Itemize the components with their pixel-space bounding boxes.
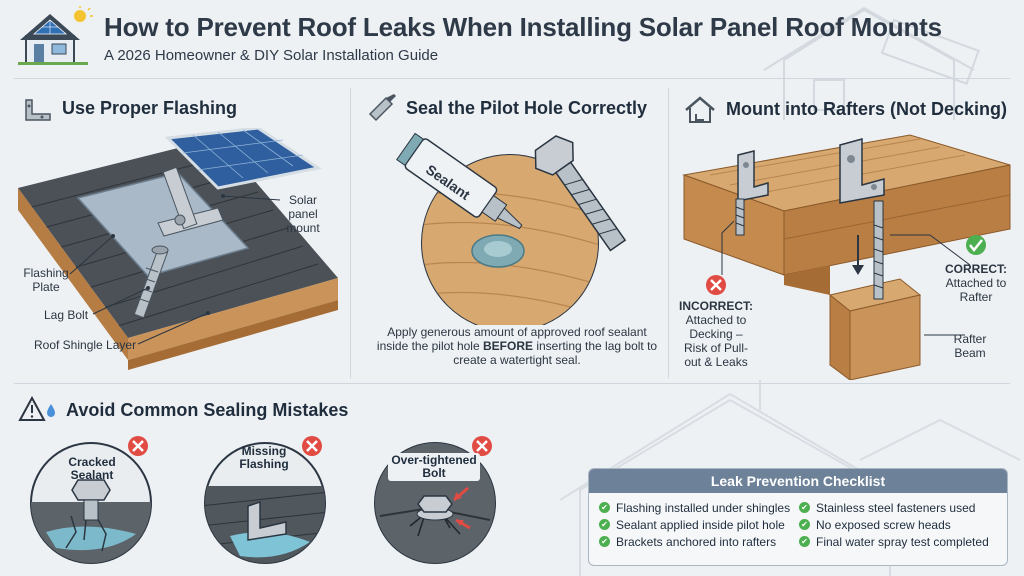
label-roof-shingle: Roof Shingle Layer: [34, 338, 137, 352]
seal-caption-bold: BEFORE: [482, 339, 533, 353]
seal-caption-part-2: inserting the lag bolt to create a water…: [453, 339, 658, 367]
checklist-column-right: ✔ Stainless steel fasteners used ✔ No expo…: [799, 499, 999, 550]
seal-caption-part-1: Apply generous amount of approved roof s…: [376, 325, 647, 353]
column-divider-2: [668, 88, 669, 378]
correct-text: Attached to Rafter: [945, 276, 1007, 304]
page-header: How to Prevent Roof Leaks When Installin…: [14, 6, 1014, 70]
section-mistakes-heading: Avoid Common Sealing Mistakes: [18, 396, 348, 424]
seal-caption: Apply generous amount of approved roof s…: [372, 325, 662, 367]
page-subtitle: A 2026 Homeowner & DIY Solar Installatio…: [104, 47, 439, 64]
section-seal-title: Seal the Pilot Hole Correctly: [406, 97, 648, 118]
label-flashing-plate: Flashing Plate: [23, 266, 69, 294]
checklist-item-label: Stainless steel fasteners used: [816, 500, 976, 515]
leak-prevention-checklist: Leak Prevention Checklist ✔ Flashing inst…: [588, 468, 1008, 566]
label-lag-bolt: Lag Bolt: [44, 308, 89, 322]
section-divider: [14, 383, 1010, 384]
section-mistakes-title: Avoid Common Sealing Mistakes: [66, 399, 349, 420]
correct-title: CORRECT:: [945, 262, 1007, 276]
mistake-label-over-tightened: Over-tightened Bolt: [388, 453, 480, 481]
section-rafters-title: Mount into Rafters (Not Decking): [726, 98, 1007, 119]
checklist-item: ✔ Brackets anchored into rafters: [599, 533, 799, 550]
warning-water-icon: [18, 396, 55, 421]
check-icon: ✔: [799, 519, 810, 530]
checklist-item-label: Sealant applied inside pilot hole: [616, 517, 785, 532]
checklist-item: ✔ Stainless steel fasteners used: [799, 499, 999, 516]
house-outline-icon: [685, 96, 715, 123]
column-divider-1: [350, 88, 351, 378]
checklist-item: ✔ No exposed screw heads: [799, 516, 999, 533]
house-solar-logo-icon: [18, 6, 93, 65]
section-seal-heading: Seal the Pilot Hole Correctly: [366, 94, 647, 122]
sealant-tube-icon: [368, 94, 396, 122]
mistake-label-missing-flashing: Missing Flashing: [239, 444, 289, 471]
checklist-item: ✔ Flashing installed under shingles: [599, 499, 799, 516]
incorrect-title: INCORRECT:: [679, 299, 753, 313]
check-icon: ✔: [599, 536, 610, 547]
checklist-item-label: Flashing installed under shingles: [616, 500, 791, 515]
mistake-label-cracked: Cracked Sealant: [68, 455, 116, 482]
background-house-sketch: [763, 6, 980, 120]
section-rafters-heading: Mount into Rafters (Not Decking): [682, 94, 1007, 124]
checklist-title: Leak Prevention Checklist: [589, 469, 1007, 493]
flashing-illustration: [18, 128, 338, 370]
sealant-illustration: Sealant: [396, 132, 627, 325]
mistake-cracked-sealant: [30, 436, 152, 564]
page-title: How to Prevent Roof Leaks When Installin…: [104, 12, 942, 42]
bracket-icon: [25, 99, 51, 121]
section-flashing-heading: Use Proper Flashing: [22, 94, 237, 122]
checklist-column-left: ✔ Flashing installed under shingles ✔ Seal…: [599, 499, 799, 550]
rafters-illustration: [682, 134, 1011, 380]
check-icon: ✔: [599, 519, 610, 530]
section-flashing-title: Use Proper Flashing: [62, 97, 238, 118]
checklist-item-label: No exposed screw heads: [816, 517, 951, 532]
check-icon: ✔: [799, 536, 810, 547]
mistake-missing-flashing: [204, 436, 326, 564]
checklist-item-label: Final water spray test completed: [816, 534, 989, 549]
check-icon: ✔: [599, 502, 610, 513]
incorrect-text: Attached to Decking – Risk of Pull-out &…: [683, 313, 748, 369]
checklist-item: ✔ Final water spray test completed: [799, 533, 999, 550]
rafter-beam-label: Rafter Beam: [953, 332, 987, 360]
checklist-item-label: Brackets anchored into rafters: [616, 534, 777, 549]
checklist-item: ✔ Sealant applied inside pilot hole: [599, 516, 799, 533]
header-divider: [14, 78, 1010, 79]
label-solar-mount: Solar panel mount: [286, 193, 320, 235]
check-icon: ✔: [799, 502, 810, 513]
